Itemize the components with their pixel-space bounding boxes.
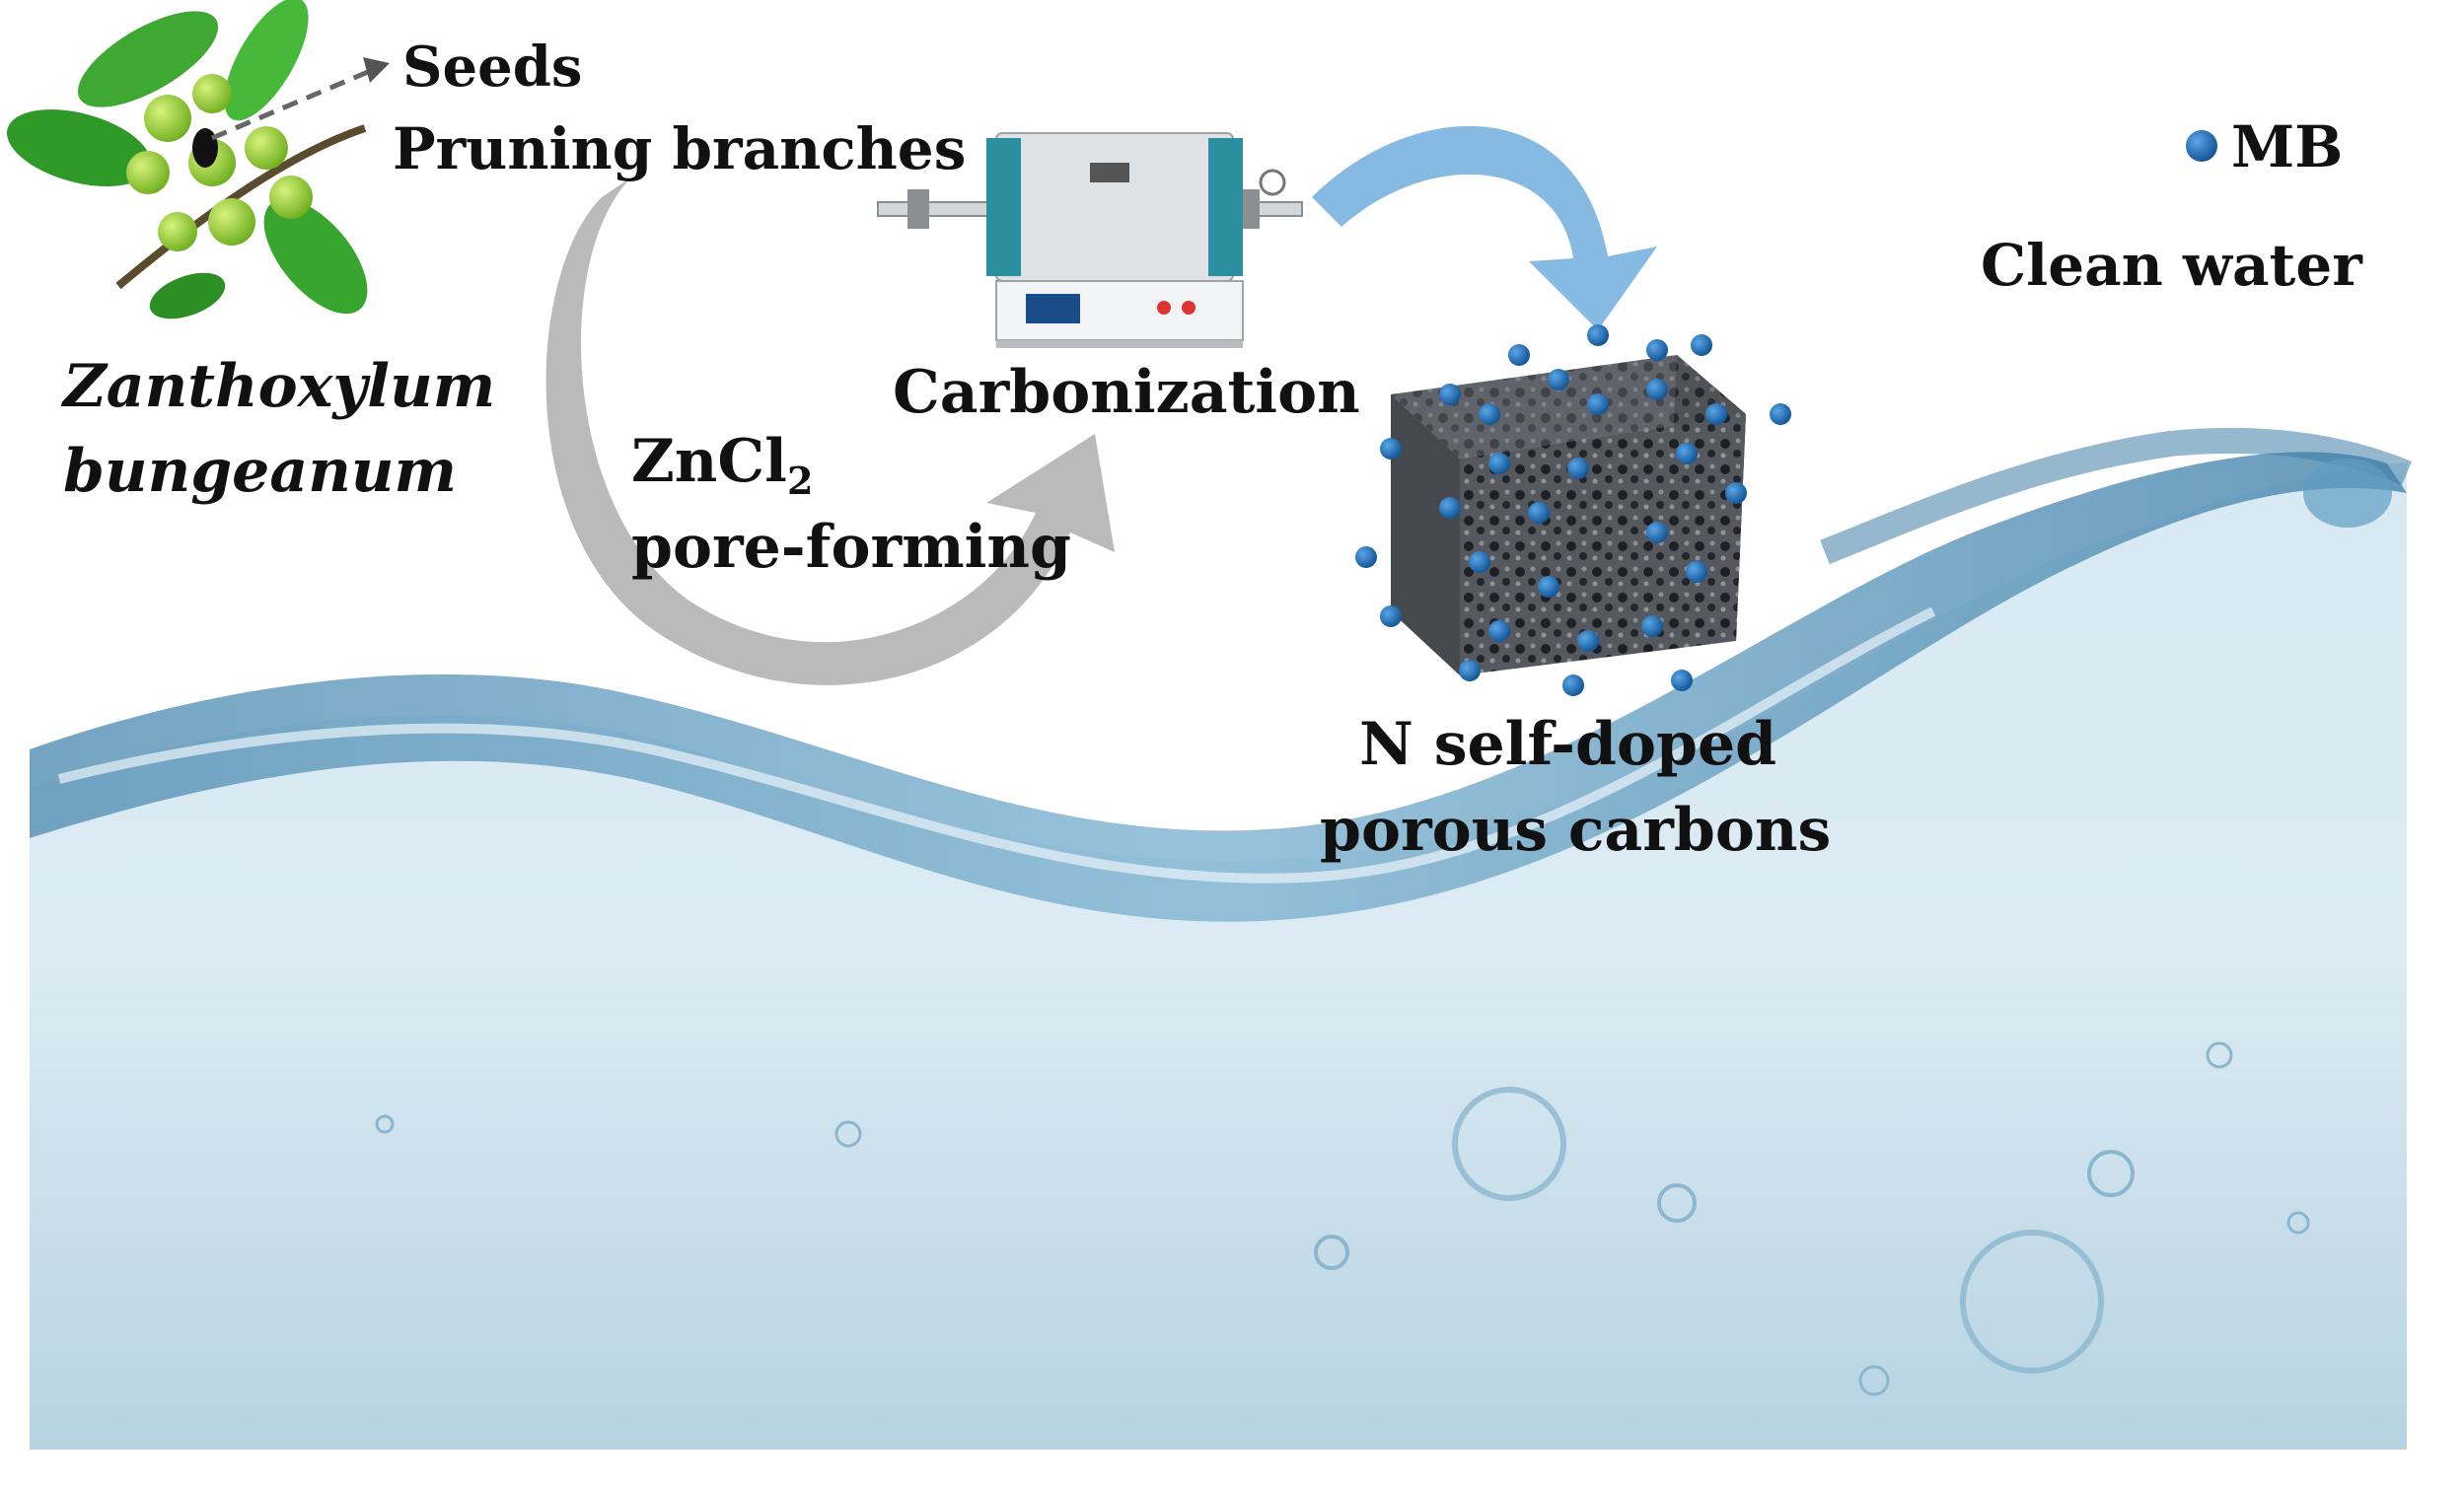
tube-furnace-icon	[877, 132, 1303, 348]
adsorbed-mb-molecules	[1355, 324, 1791, 696]
label-species-line1: Zanthoxylum	[63, 352, 496, 421]
label-pore-forming: pore-forming	[631, 513, 1071, 582]
reagent-formula: ZnCl	[631, 427, 787, 496]
legend-mb-label: MB	[2231, 113, 2344, 180]
label-species-line2: bungeanum	[63, 437, 457, 506]
water-wave-illustration	[30, 427, 2412, 1450]
plant-icon	[6, 0, 390, 319]
mb-dot-icon	[2186, 130, 2217, 162]
label-reagent: ZnCl2	[631, 432, 813, 500]
label-seeds: Seeds	[402, 35, 583, 100]
label-pruning-branches: Pruning branches	[393, 115, 967, 182]
process-arrow-blue	[1312, 125, 1657, 330]
porous-carbon-cube-icon	[1355, 324, 1791, 696]
label-product-line1: N self-doped	[1359, 710, 1777, 779]
label-carbonization: Carbonization	[893, 358, 1360, 427]
label-product-line2: porous carbons	[1320, 796, 1832, 865]
reagent-subscript: 2	[786, 459, 814, 503]
label-clean-water: Clean water	[1981, 232, 2362, 299]
